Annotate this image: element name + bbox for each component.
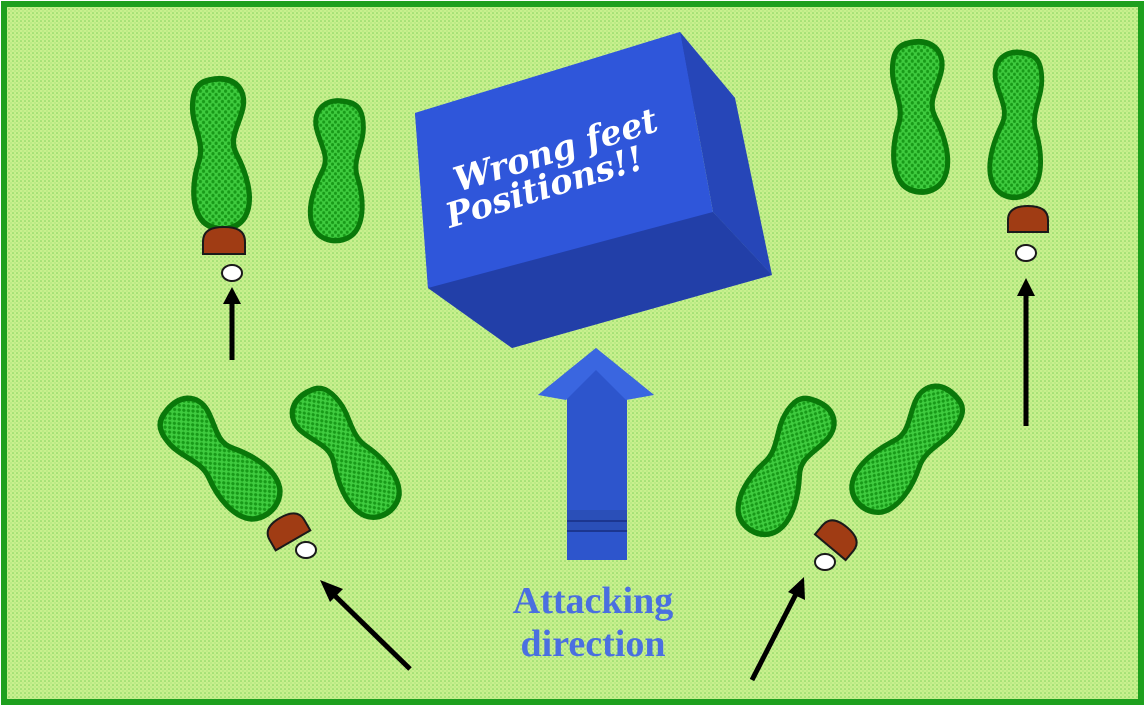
golf-ball-icon bbox=[221, 264, 243, 282]
movement-arrow-top-left bbox=[223, 287, 241, 360]
club-head-icon bbox=[202, 225, 246, 255]
movement-arrow-bottom-right bbox=[749, 577, 805, 682]
club-head-icon bbox=[813, 519, 858, 562]
wrong-feet-box: Wrong feet Positions!! bbox=[415, 32, 772, 348]
box-main-face bbox=[415, 32, 713, 288]
direction-label-line1: Attacking bbox=[513, 580, 673, 622]
golf-ball-icon bbox=[295, 541, 317, 559]
box-right-face bbox=[680, 32, 772, 275]
club-head-icon bbox=[1007, 204, 1049, 233]
movement-arrow-top-right bbox=[1017, 278, 1035, 426]
golf-ball-icon bbox=[1015, 244, 1037, 262]
club-head-icon bbox=[266, 512, 312, 552]
direction-label-line2: direction bbox=[521, 623, 666, 665]
golf-ball-icon bbox=[814, 553, 836, 571]
attack-direction-arrow bbox=[538, 348, 654, 560]
box-bottom-face bbox=[428, 212, 772, 348]
movement-arrow-bottom-left bbox=[320, 580, 412, 671]
